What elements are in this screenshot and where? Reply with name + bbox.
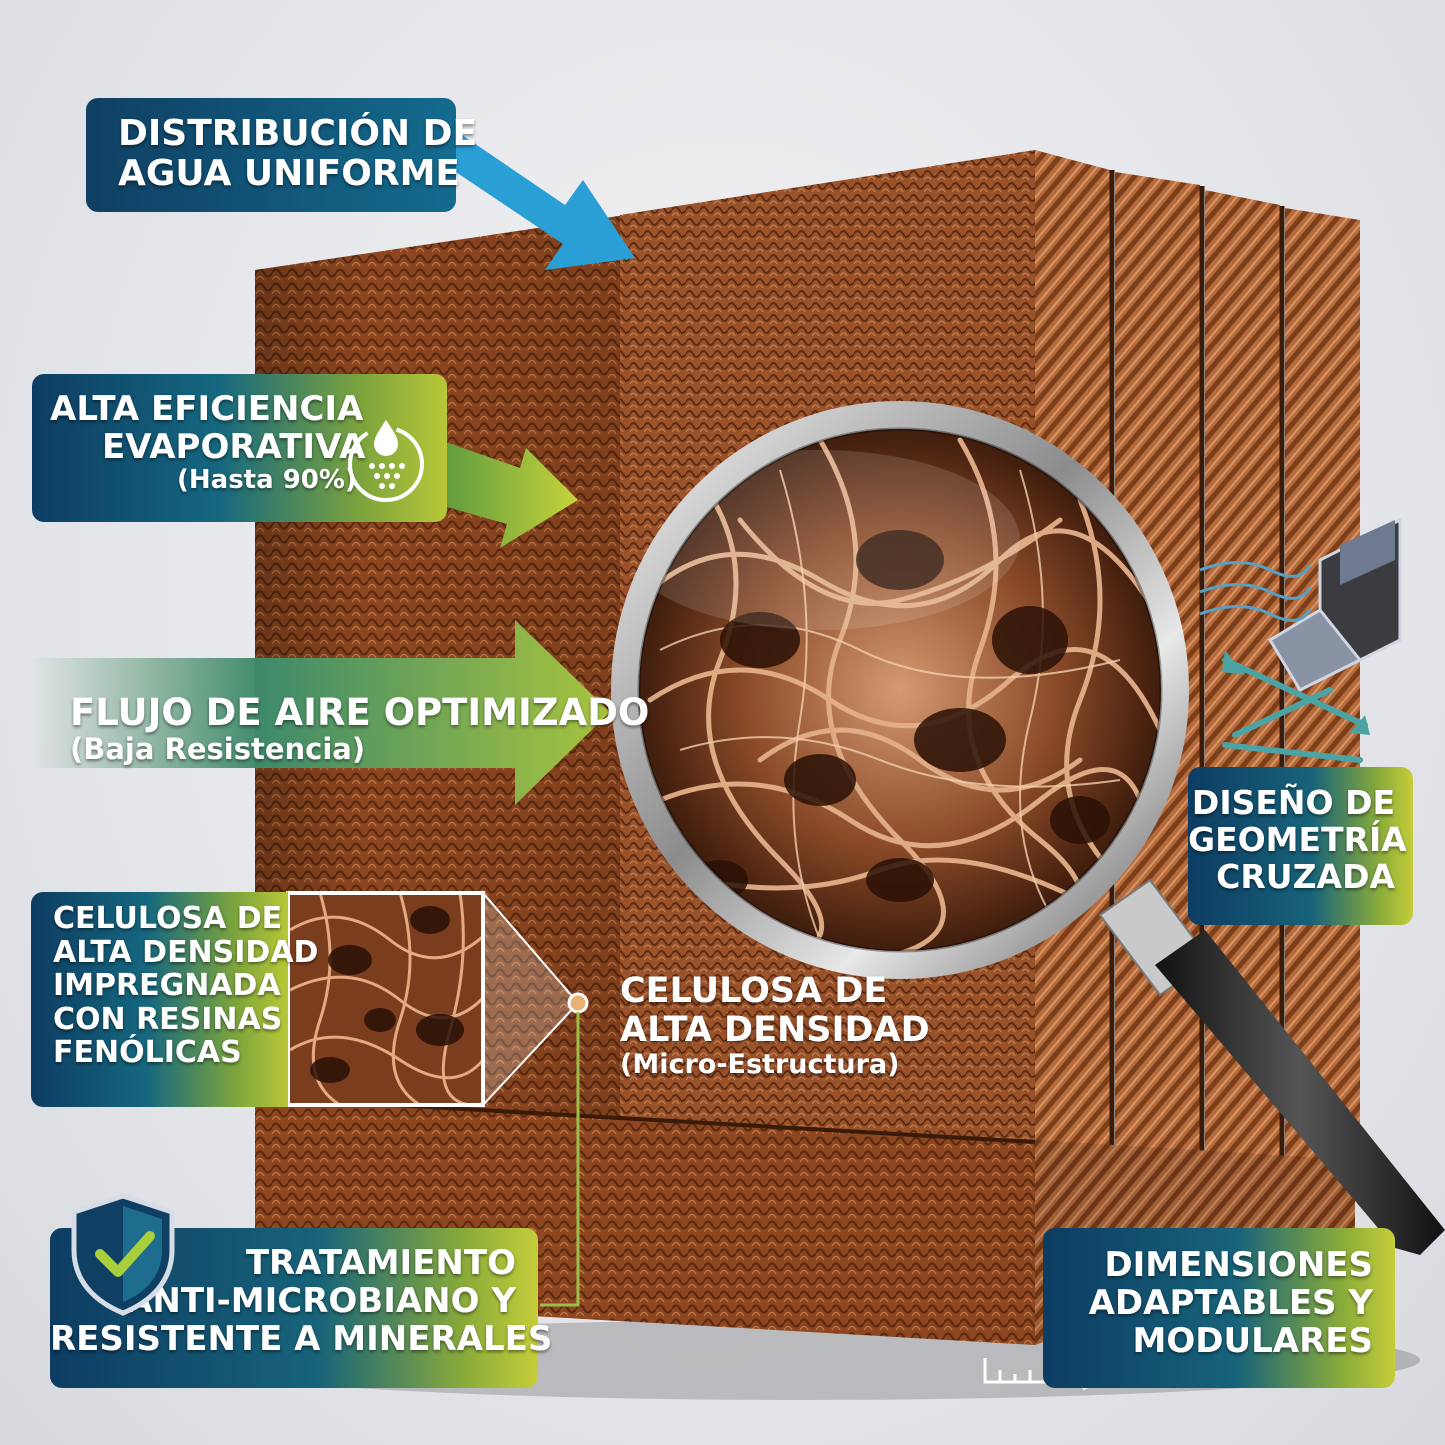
efficiency-sub: (Hasta 90%) xyxy=(177,465,357,496)
efficiency-line2: EVAPORATIVA xyxy=(102,427,366,468)
efficiency-label: ALTA EFICIENCIA EVAPORATIVA (Hasta 90%) xyxy=(32,374,447,522)
cellulose-micro-sub: (Micro-Estructura) xyxy=(620,1049,900,1081)
airflow-arrow xyxy=(30,620,610,805)
efficiency-arrow xyxy=(440,440,578,548)
cellulose-left-line3: IMPREGNADA xyxy=(53,968,281,1004)
cellulose-micro-label: CELULOSA DE ALTA DENSIDAD (Micro-Estruct… xyxy=(620,971,930,1102)
geometry-line3: CRUZADA xyxy=(1216,856,1395,896)
cellulose-inset-image xyxy=(286,890,580,1108)
cellulose-micro-line2: ALTA DENSIDAD xyxy=(620,1010,930,1051)
treatment-line3: RESISTENTE A MINERALES xyxy=(50,1319,553,1360)
dimensions-line2: ADAPTABLES Y xyxy=(1088,1283,1373,1324)
treatment-line1: TRATAMIENTO xyxy=(245,1243,516,1283)
water-line1: DISTRIBUCIÓN DE xyxy=(118,113,478,154)
treatment-line2: ANTI-MICROBIANO Y xyxy=(126,1281,516,1322)
geometry-label: DISEÑO DE GEOMETRÍA CRUZADA xyxy=(1188,767,1413,925)
airflow-title: FLUJO DE AIRE OPTIMIZADO xyxy=(70,691,650,734)
geometry-line1: DISEÑO DE xyxy=(1191,783,1395,822)
airflow-label: FLUJO DE AIRE OPTIMIZADO (Baja Resistenc… xyxy=(70,691,650,787)
cross-flow-geometry-icon xyxy=(1199,517,1402,763)
dimensions-line1: DIMENSIONES xyxy=(1104,1245,1373,1285)
magnifier-handle xyxy=(1098,878,1445,1255)
water-line2: AGUA UNIFORME xyxy=(118,153,461,195)
cellulose-left-line2: ALTA DENSIDAD xyxy=(53,934,319,970)
dimensions-label: DIMENSIONES ADAPTABLES Y MODULARES xyxy=(1043,1228,1395,1388)
callout-line xyxy=(540,1012,580,1307)
shield-check-icon xyxy=(71,1193,175,1316)
cellulose-left-line1: CELULOSA DE xyxy=(53,901,283,936)
water-arrow xyxy=(438,120,635,270)
treatment-label: TRATAMIENTO ANTI-MICROBIANO Y RESISTENTE… xyxy=(50,1228,553,1388)
cellulose-impregnated-label: CELULOSA DE ALTA DENSIDAD IMPREGNADA CON… xyxy=(31,892,319,1107)
water-distribution-label: DISTRIBUCIÓN DE AGUA UNIFORME xyxy=(86,98,478,212)
efficiency-line1: ALTA EFICIENCIA xyxy=(50,389,364,429)
geometry-line2: GEOMETRÍA xyxy=(1188,819,1407,859)
dimensions-line3: MODULARES xyxy=(1132,1321,1373,1362)
magnifier-rim xyxy=(611,401,1189,979)
callout-dot xyxy=(567,992,589,1014)
cellulose-left-line4: CON RESINAS xyxy=(53,1001,283,1037)
cellulose-left-line5: FENÓLICAS xyxy=(53,1035,242,1071)
water-drop-evaporation-icon xyxy=(348,420,424,502)
cellulose-micro-line1: CELULOSA DE xyxy=(620,971,888,1011)
airflow-sub: (Baja Resistencia) xyxy=(70,732,366,767)
